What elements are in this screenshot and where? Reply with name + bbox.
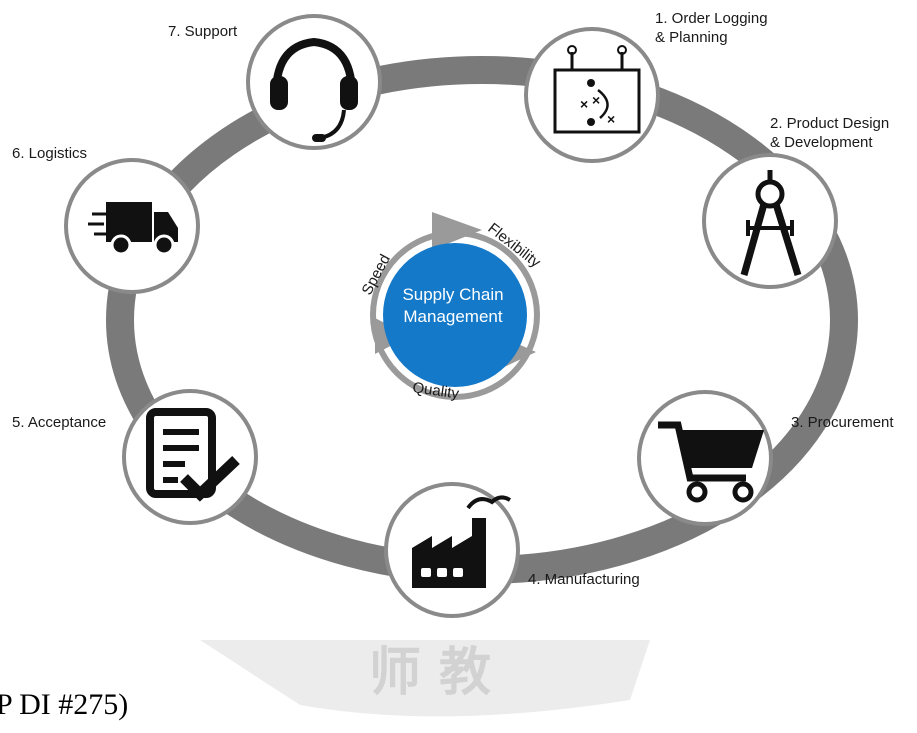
step-node-1: × × × — [524, 27, 660, 163]
step-node-7 — [246, 14, 382, 150]
shopping-cart-icon — [658, 421, 764, 503]
step-node-2 — [702, 153, 838, 289]
center-circle — [383, 243, 527, 387]
svg-text:×: × — [580, 96, 588, 112]
watermark: 师 教 — [200, 640, 650, 717]
arc-label-quality: Quality — [411, 379, 460, 402]
headset-icon — [270, 37, 358, 142]
svg-text:×: × — [592, 92, 600, 108]
center-cycle: Supply Chain Management Speed Flexibilit… — [359, 212, 544, 403]
checklist-icon — [146, 408, 240, 502]
step-node-5 — [122, 389, 258, 525]
arrow-top — [432, 212, 482, 250]
step-node-6 — [64, 158, 200, 294]
step-label-7: 7. Support — [168, 23, 238, 40]
step-node-4 — [384, 482, 520, 618]
step-label-1: 1. Order Logging & Planning — [655, 10, 768, 46]
svg-text:×: × — [607, 111, 615, 127]
drafting-compass-icon — [740, 170, 802, 277]
footer-text: P DI #275) — [0, 688, 129, 721]
watermark-text: 师 教 — [369, 643, 491, 703]
step-label-5: 5. Acceptance — [12, 414, 107, 431]
strategy-board-icon: × × × — [553, 45, 641, 134]
factory-icon — [412, 495, 512, 588]
step-label-3: 3. Procurement — [791, 414, 894, 431]
center-title-line1: Supply Chain — [402, 285, 503, 304]
center-title-line2: Management — [403, 307, 503, 326]
step-label-4: 4. Manufacturing — [528, 571, 640, 588]
delivery-truck-icon — [88, 202, 178, 256]
step-label-2: 2. Product Design & Development — [770, 115, 890, 151]
step-node-3 — [637, 390, 773, 526]
step-label-6: 6. Logistics — [12, 145, 88, 162]
